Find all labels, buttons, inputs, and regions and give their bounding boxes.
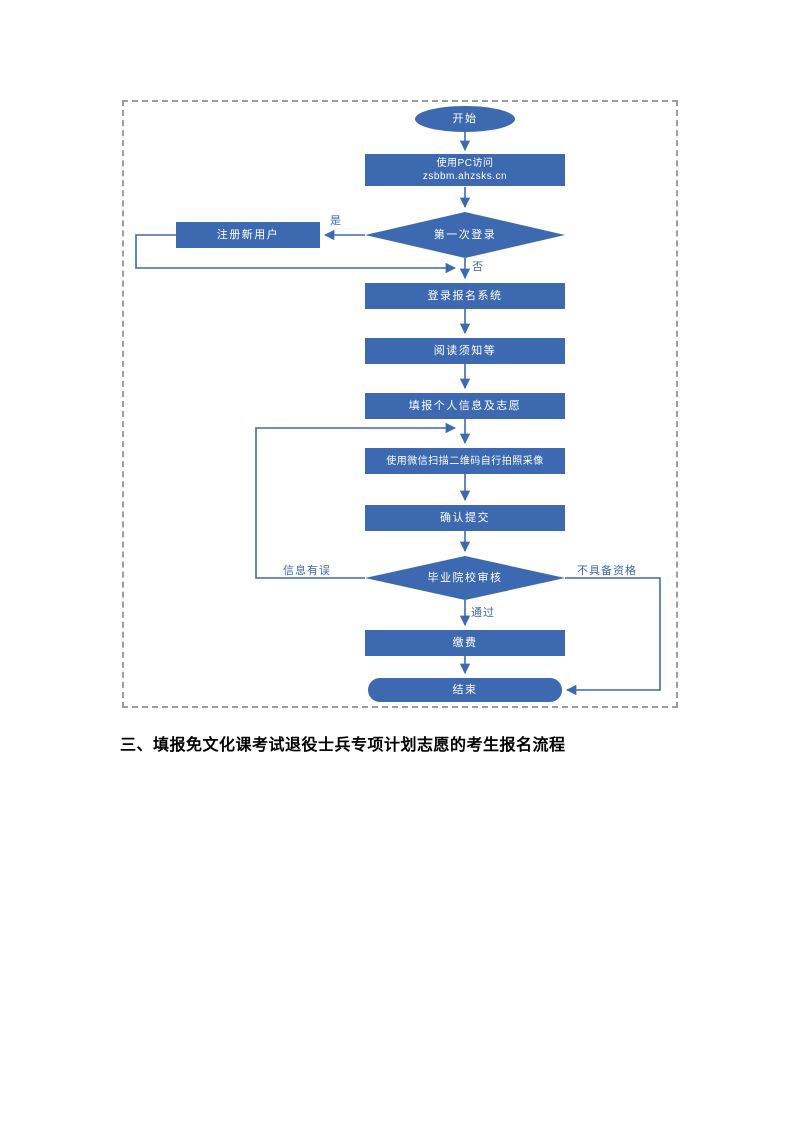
node-start: 开始 — [415, 106, 515, 132]
node-fill-info-label: 填报个人信息及志愿 — [408, 399, 522, 412]
edge-label-yes: 是 — [330, 215, 342, 227]
node-start-label: 开始 — [452, 112, 478, 125]
node-login-system-label: 登录报名系统 — [427, 289, 503, 302]
node-login-system: 登录报名系统 — [365, 283, 565, 309]
node-pc-access-url: zsbbm.ahzsks.cn — [422, 171, 508, 182]
node-confirm-submit-label: 确认提交 — [440, 511, 490, 524]
node-register-new-user: 注册新用户 — [176, 222, 320, 248]
edge-label-pass: 通过 — [471, 607, 495, 619]
node-wechat-photo-label: 使用微信扫描二维码自行拍照采像 — [386, 455, 544, 467]
node-pay-fee: 缴费 — [365, 630, 565, 656]
node-pay-fee-label: 缴费 — [452, 636, 478, 649]
edge-label-info-error: 信息有误 — [283, 565, 331, 577]
node-read-notice-label: 阅读须知等 — [433, 344, 497, 357]
node-fill-info: 填报个人信息及志愿 — [365, 393, 565, 419]
edge-label-no: 否 — [472, 261, 484, 273]
node-read-notice: 阅读须知等 — [365, 338, 565, 364]
node-end-label: 结束 — [452, 683, 478, 696]
decision-first-login-label: 第一次登录 — [433, 228, 497, 241]
node-end: 结束 — [368, 678, 562, 702]
node-confirm-submit: 确认提交 — [365, 505, 565, 531]
node-pc-access-line1: 使用PC访问 — [436, 158, 494, 169]
node-pc-access: 使用PC访问 zsbbm.ahzsks.cn — [365, 154, 565, 186]
node-register-new-user-label: 注册新用户 — [216, 228, 280, 241]
edge-label-not-qualified: 不具备资格 — [577, 565, 637, 577]
decision-school-review-label: 毕业院校审核 — [427, 571, 503, 584]
section-heading: 三、填报免文化课考试退役士兵专项计划志愿的考生报名流程 — [120, 737, 566, 754]
node-wechat-photo: 使用微信扫描二维码自行拍照采像 — [365, 448, 565, 474]
